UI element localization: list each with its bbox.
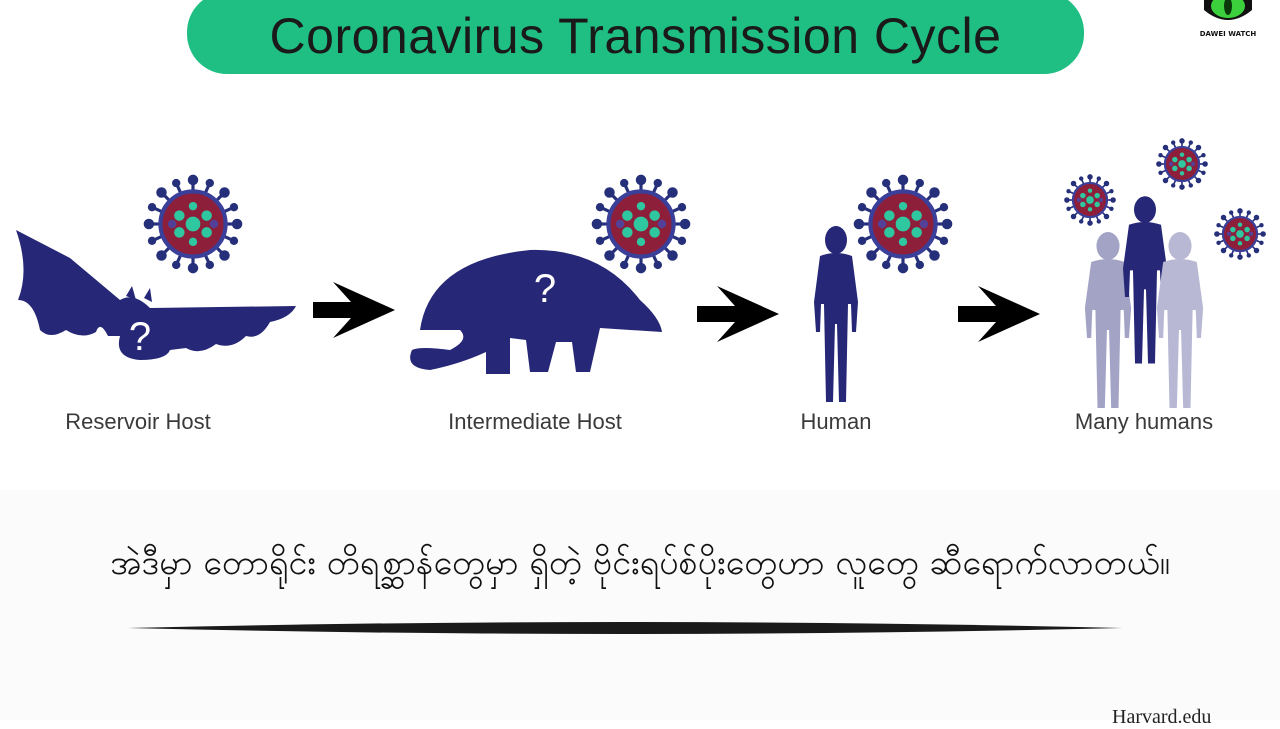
- virus-icon: [1155, 137, 1209, 191]
- crowd-icon: [1084, 196, 1204, 408]
- stage-label-intermediate-host: Intermediate Host: [448, 409, 622, 434]
- stage-label-reservoir-host: Reservoir Host: [65, 409, 211, 434]
- virus-icon: [1063, 173, 1117, 227]
- stage-label-many-humans: Many humans: [1074, 409, 1214, 434]
- source-credit: Harvard.edu: [1112, 706, 1212, 728]
- bat-question-mark: ?: [129, 315, 151, 359]
- human-icon: [814, 226, 858, 402]
- virus-icon: [854, 175, 953, 274]
- logo-text: DAWEI WATCH: [1199, 30, 1257, 38]
- caption-divider: [128, 622, 1122, 634]
- stage-label-human: Human: [800, 409, 872, 434]
- virus-icon: [144, 175, 243, 274]
- channel-logo: DAWEI WATCH: [1190, 0, 1270, 46]
- title-banner: Coronavirus Transmission Cycle: [187, 0, 1084, 74]
- arrow-icon: [313, 282, 395, 338]
- caption-band: [0, 490, 1280, 720]
- eye-logo-icon: [1204, 0, 1252, 20]
- bat-icon: ?: [16, 230, 296, 360]
- pangolin-question-mark: ?: [534, 267, 556, 311]
- virus-icon: [592, 175, 691, 274]
- arrow-icon: [697, 286, 779, 342]
- subtitle-caption: အဲဒီမှာ တောရိုင်း တိရစ္ဆာန်တွေမှာ ရှိတဲ့…: [110, 543, 1170, 583]
- diagram-title: Coronavirus Transmission Cycle: [269, 8, 1002, 64]
- pangolin-icon: ?: [410, 249, 662, 374]
- arrow-icon: [958, 286, 1040, 342]
- virus-icon: [1213, 207, 1267, 261]
- transmission-diagram: ? ?: [16, 137, 1267, 408]
